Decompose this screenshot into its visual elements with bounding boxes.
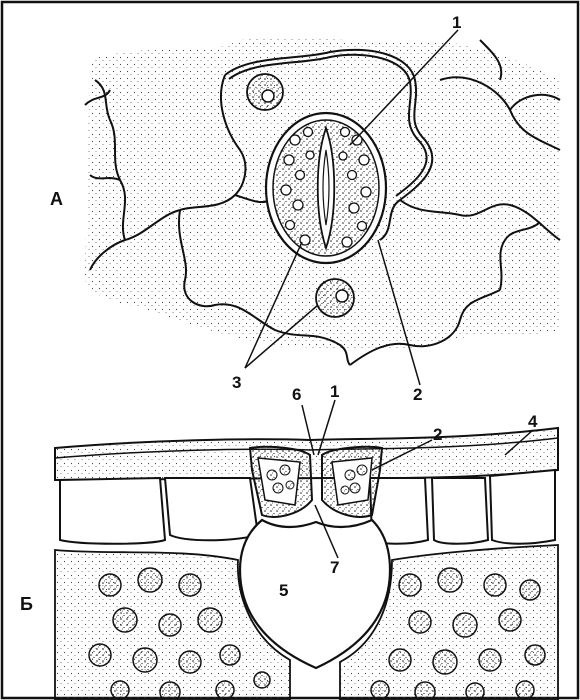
nucleus-upper <box>247 74 283 110</box>
panel-label-a: А <box>50 189 63 209</box>
nucleus-lower <box>316 279 354 317</box>
label-bottom-4: 4 <box>528 412 538 431</box>
label-bottom-2: 2 <box>433 425 442 444</box>
label-top-1: 1 <box>452 13 461 32</box>
label-top-3: 3 <box>232 373 241 392</box>
label-bottom-7: 7 <box>330 558 339 577</box>
stoma-guard-cells <box>266 113 386 263</box>
panel-label-b: Б <box>20 594 33 614</box>
label-top-2: 2 <box>413 385 422 404</box>
cross-section-view: Б 6 1 2 4 5 7 <box>20 382 558 700</box>
label-bottom-5: 5 <box>279 581 288 600</box>
label-bottom-1: 1 <box>330 382 339 401</box>
surface-view: А 1 2 3 <box>50 13 560 404</box>
label-bottom-6: 6 <box>292 385 301 404</box>
